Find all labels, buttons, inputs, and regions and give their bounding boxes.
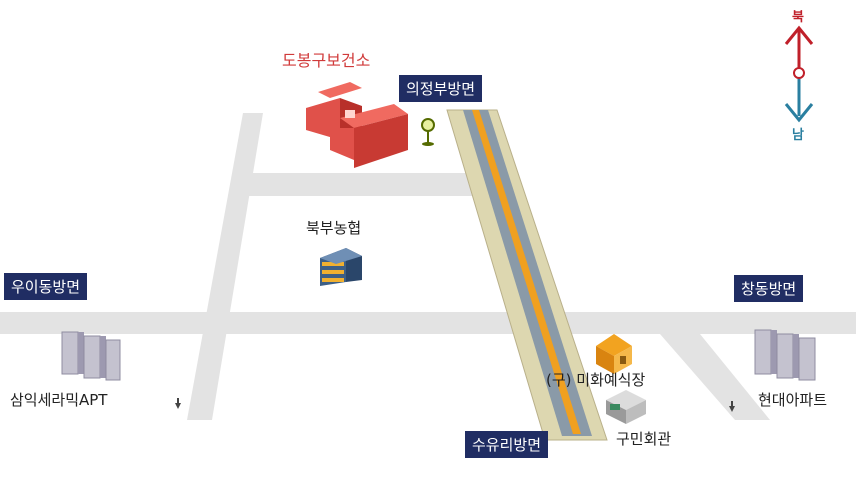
road-north-south-left <box>187 113 263 420</box>
health-center-marker-icon <box>421 118 435 146</box>
railway-centerline <box>472 110 581 434</box>
farm-coop-building-icon <box>320 248 362 286</box>
label-samik-apt: 삼익세라믹APT <box>10 391 108 409</box>
railway <box>446 109 608 441</box>
arrow-down-left-stem <box>177 398 179 404</box>
samik-apt-building-icon <box>61 331 121 381</box>
arrow-down-right-road <box>729 406 735 412</box>
road-southeast-branch <box>660 334 770 420</box>
label-civic-hall: 구민회관 <box>616 430 672 448</box>
arrow-down-right-stem <box>731 401 733 407</box>
arrow-down-left-road <box>175 403 181 409</box>
wedding-hall-building-icon <box>596 334 632 374</box>
direction-south-box: 수유리방면 <box>465 431 549 458</box>
compass-north-label: 북 <box>792 10 804 25</box>
compass-icon <box>784 25 814 123</box>
roads <box>0 113 856 420</box>
hyundai-apt-building-icon <box>754 329 816 381</box>
civic-hall-building-icon <box>606 390 646 424</box>
label-hyundai-apt: 현대아파트 <box>758 391 828 409</box>
health-center-building-icon <box>306 32 408 168</box>
label-farm-coop: 북부농협 <box>306 219 362 237</box>
compass-south-label: 남 <box>792 128 804 143</box>
label-health-center: 도봉구보건소 <box>282 51 371 70</box>
road-main-east-west <box>0 312 856 334</box>
direction-north-box: 의정부방면 <box>399 75 483 102</box>
road-arrows <box>175 398 735 412</box>
direction-east-box: 창동방면 <box>734 275 804 302</box>
road-north-connector <box>240 173 484 196</box>
label-wedding-hall: (구) 미화예식장 <box>546 371 646 389</box>
direction-west-box: 우이동방면 <box>4 273 88 300</box>
